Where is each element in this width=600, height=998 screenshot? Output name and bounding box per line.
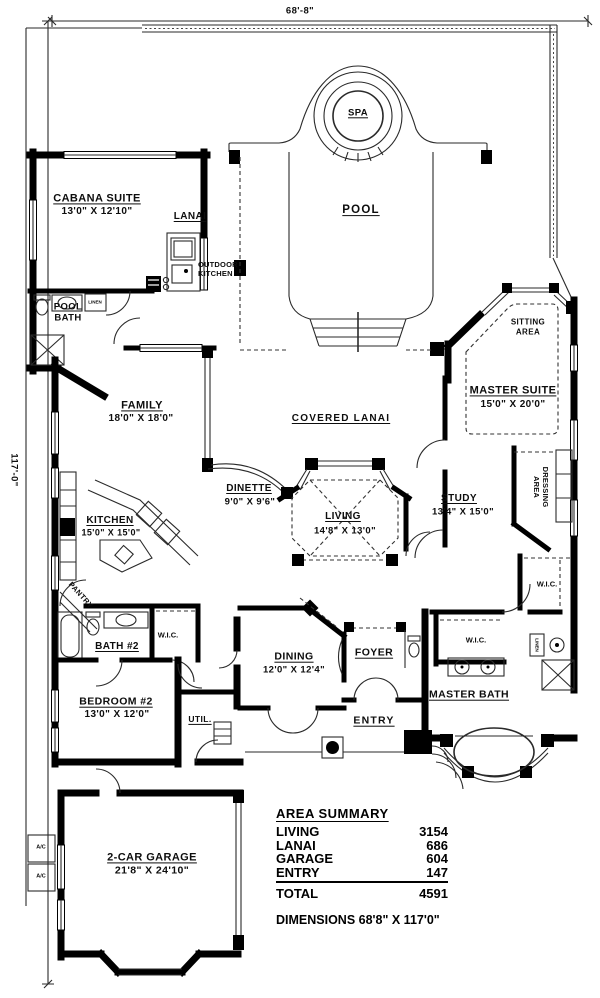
dressing-area [510,445,573,611]
label-wic-master1: W.I.C. [536,579,558,589]
property-lines [25,24,573,906]
bedroom2-walls [51,656,244,768]
label-pool-bath: POOL BATH [53,301,83,324]
tub-bay [421,727,578,783]
table-row: LIVING 3154 [276,825,448,839]
label-garage-dims: 21'8" X 24'10" [114,864,190,877]
label-linen-poolbath: LINEN [88,299,102,305]
spa [313,71,403,162]
dining-walls [218,597,348,734]
label-bedroom2: BEDROOM #2 [79,695,153,708]
label-covered-lanai: COVERED LANAI [291,413,391,424]
label-sitting-area: SITTING AREA [510,317,546,336]
label-dinette-dims: 9'0" X 9'6" [224,496,276,508]
label-dining: DINING [274,650,314,663]
table-row: LANAI 686 [276,837,448,853]
table-row: GARAGE 604 [276,852,448,866]
master-suite-walls [414,283,578,694]
label-kitchen-dims: 15'0" X 15'0" [81,527,141,538]
label-dressing-area: DRESSING AREA [532,466,550,508]
row-value: 3154 [419,824,448,839]
outdoor-kitchen-fixtures [146,232,201,292]
label-dinette: DINETTE [226,483,272,494]
label-ac-2: A/C [36,873,46,880]
row-label: GARAGE [276,851,334,867]
pool [228,65,488,352]
kitchen-fixtures [59,471,199,581]
dimension-top-label: 68'-8" [285,5,315,17]
living-room [276,458,413,566]
garage-walls [27,768,244,977]
family-walls [51,344,217,768]
label-util: UTIL. [188,713,212,724]
row-label: LANAI [276,837,316,853]
label-cabana-dims: 13'0" X 12'10" [61,206,133,217]
label-bedroom2-dims: 13'0" X 12'0" [84,709,150,720]
label-lanai: LANAI [173,211,207,222]
row-value: 604 [426,851,448,867]
dimension-left-label: 117'-0" [8,453,20,487]
total-label: TOTAL [276,886,319,902]
pantry-shelves [59,579,98,633]
label-master-suite: MASTER SUITE [469,384,557,397]
pool-bath-fixtures [30,290,141,366]
label-kitchen: KITCHEN [86,515,134,526]
row-label: LIVING [276,824,320,839]
label-garage: 2-CAR GARAGE [107,851,197,864]
label-master-suite-dims: 15'0" X 20'0" [480,399,546,410]
label-outdoor-kitchen: OUTDOOR KITCHEN [198,260,238,278]
label-study: STUDY [441,493,477,504]
bath2-walls [55,603,201,687]
label-entry: ENTRY [353,714,395,727]
dimension-lines [42,15,593,989]
area-summary-rows: LIVING 3154 LANAI 686 GARAGE 604 ENTRY 1… [276,825,448,884]
label-pool: POOL [342,204,380,217]
label-living-dims: 14'8" X 13'0" [313,525,377,537]
label-wic-bath2: W.I.C. [157,630,179,640]
label-dining-dims: 12'0" X 12'4" [262,664,326,676]
label-ac-1: A/C [36,844,46,851]
row-value: 147 [426,864,448,880]
label-wic-master2: W.I.C. [465,635,487,645]
label-linen-master: LINEN [534,638,540,652]
label-master-bath: MASTER BATH [428,688,510,701]
label-living: LIVING [325,511,361,522]
label-foyer: FOYER [354,646,394,659]
total-value: 4591 [419,886,448,902]
table-row: ENTRY 147 [276,866,448,880]
area-summary-title: AREA SUMMARY [276,806,389,821]
label-spa: SPA [347,107,369,119]
table-total-row: TOTAL 4591 [276,883,448,901]
row-value: 686 [426,837,448,853]
foyer-walls [341,622,428,703]
area-summary: AREA SUMMARY LIVING 3154 LANAI 686 GARAG… [276,806,448,927]
label-study-dims: 13'4" X 15'0" [431,506,495,518]
lanai-columns [229,150,492,356]
label-family: FAMILY [121,399,163,412]
dimensions-note: DIMENSIONS 68'8" X 117'0" [276,913,440,928]
row-label: ENTRY [276,864,320,880]
study-masterbath-walls [404,531,575,742]
label-family-dims: 18'0" X 18'0" [108,413,174,424]
label-cabana-suite: CABANA SUITE [53,192,141,205]
label-bath2: BATH #2 [95,641,139,652]
